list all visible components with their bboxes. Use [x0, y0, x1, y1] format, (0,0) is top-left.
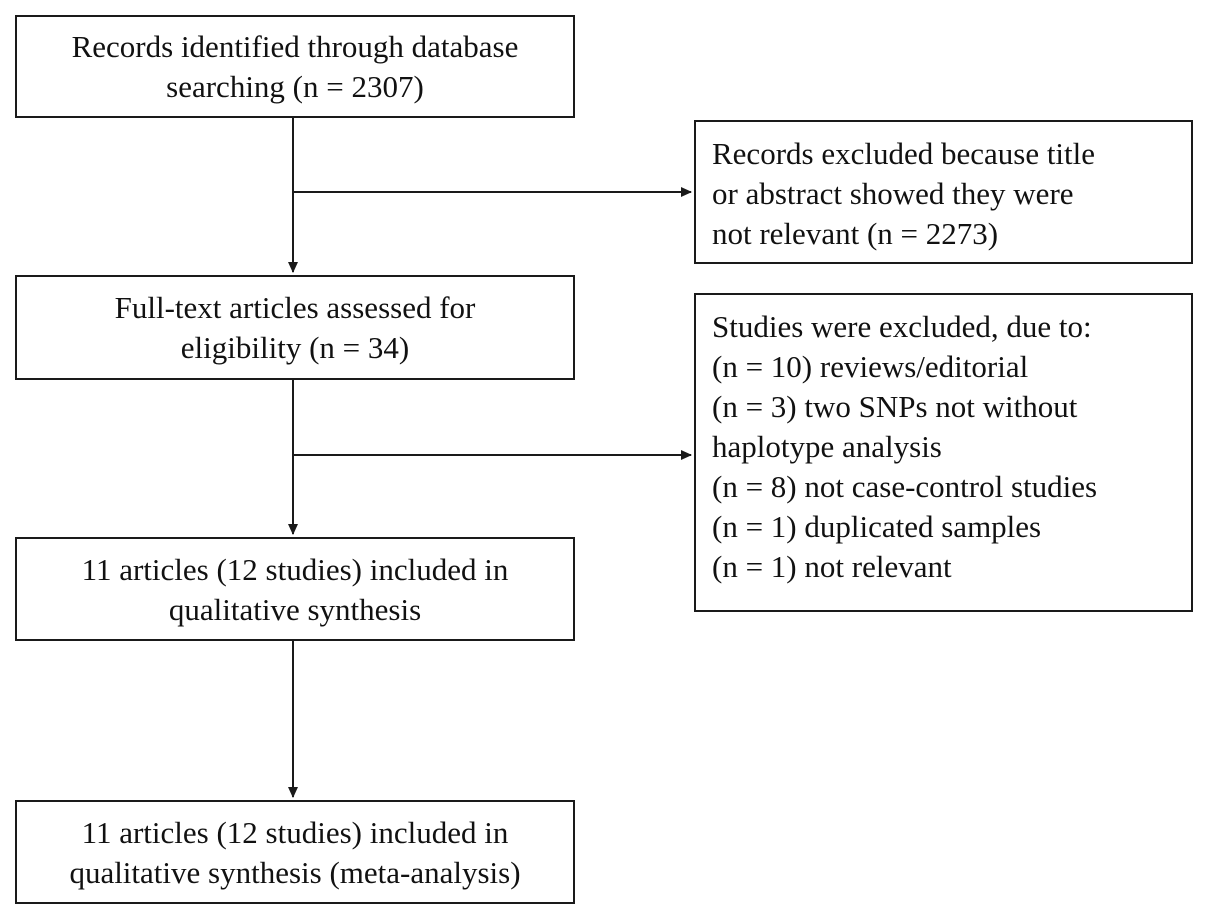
box-text-line: (n = 3) two SNPs not without [712, 389, 1078, 424]
fulltext-assessed-box: Full-text articles assessed for eligibil… [15, 275, 575, 380]
box-text-line: (n = 8) not case-control studies [712, 469, 1098, 504]
box-text-line: not relevant (n = 2273) [712, 216, 999, 251]
box-text-line: searching (n = 2307) [166, 69, 424, 104]
box-text-line: or abstract showed they were [712, 176, 1074, 211]
box-text-line: (n = 1) not relevant [712, 549, 952, 584]
box-text-line: qualitative synthesis (meta-analysis) [69, 855, 521, 890]
box-text-line: qualitative synthesis [168, 592, 422, 627]
studies-excluded-box: Studies were excluded, due to: (n = 10) … [694, 293, 1193, 612]
box-text-line: eligibility (n = 34) [180, 330, 410, 365]
box-text-line: haplotype analysis [712, 429, 942, 464]
qualitative-synthesis-box: 11 articles (12 studies) included in qua… [15, 537, 575, 641]
box-text-line: Records identified through database [71, 29, 519, 64]
records-excluded-box: Records excluded because title or abstra… [694, 120, 1193, 264]
box-text-line: 11 articles (12 studies) included in [81, 815, 509, 850]
box-text-line: 11 articles (12 studies) included in [81, 552, 509, 587]
meta-analysis-box: 11 articles (12 studies) included in qua… [15, 800, 575, 904]
box-text-line: (n = 10) reviews/editorial [712, 349, 1029, 384]
box-text-line: Full-text articles assessed for [114, 290, 476, 325]
box-text-line: (n = 1) duplicated samples [712, 509, 1042, 544]
box-text-line: Studies were excluded, due to: [712, 309, 1092, 344]
box-text-line: Records excluded because title [712, 136, 1096, 171]
records-identified-box: Records identified through database sear… [15, 15, 575, 118]
